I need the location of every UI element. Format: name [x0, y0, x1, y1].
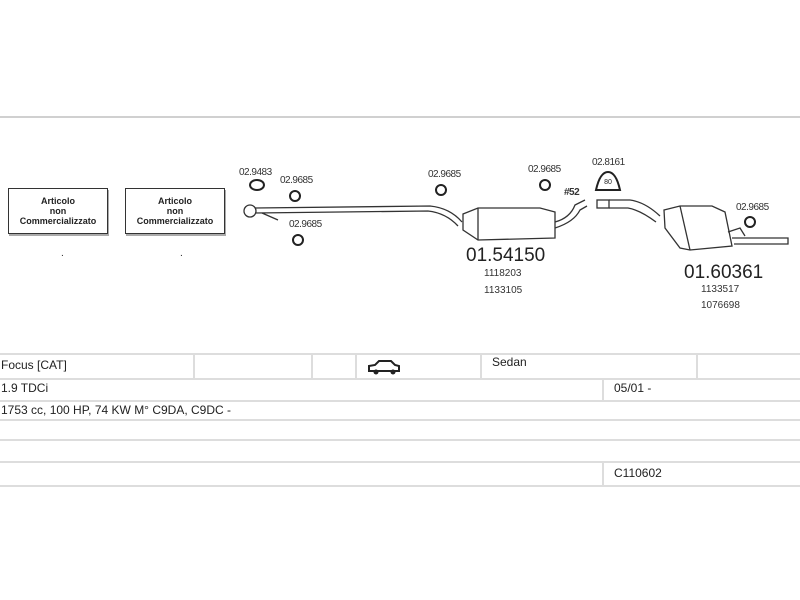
exhaust-diagram: 80 — [243, 170, 789, 251]
rear-silencer-icon — [663, 205, 733, 251]
not-available-box-1: Articolo non Commercializzato — [8, 188, 108, 234]
clamp-label: 02.8161 — [592, 157, 625, 168]
clamp-label: 02.9685 — [289, 219, 322, 230]
cell: Sedan — [480, 355, 696, 378]
car-icon — [368, 360, 400, 375]
engine-specs: 1753 cc, 100 HP, 74 KW M° C9DA, C9DC - — [1, 403, 231, 417]
box-text: non — [166, 206, 184, 216]
oe-reference: 1133105 — [484, 285, 523, 296]
box-text: Commercializzato — [19, 216, 97, 226]
oe-reference: 1133517 — [701, 284, 740, 295]
top-divider — [0, 116, 800, 118]
clamp-label: 02.9685 — [428, 169, 461, 180]
cell — [311, 355, 355, 378]
clamp-icon — [292, 234, 304, 246]
clamp-label: 02.9685 — [736, 202, 769, 213]
box-text: Commercializzato — [136, 216, 214, 226]
middle-silencer-part-number: 01.54150 — [466, 245, 546, 266]
clamp-icon — [435, 184, 447, 196]
box-text: Articolo — [157, 196, 192, 206]
model-name: Focus [CAT] — [1, 358, 67, 372]
table-row-engine: 1.9 TDCi 05/01 - — [0, 378, 800, 402]
cell — [193, 355, 311, 378]
table-row-empty — [0, 421, 800, 441]
table-row-model: Focus [CAT] Sedan — [0, 353, 800, 380]
clamp-icon — [249, 179, 265, 191]
hanger-icon — [594, 170, 622, 191]
flange-icon — [243, 204, 257, 218]
rear-silencer-part-number: 01.60361 — [684, 262, 764, 283]
cell — [355, 355, 480, 378]
table-row-specs: 1753 cc, 100 HP, 74 KW M° C9DA, C9DC - — [0, 402, 800, 421]
cell: 05/01 - — [602, 378, 800, 400]
engine: 1.9 TDCi — [1, 381, 49, 395]
clamp-label: 02.9685 — [280, 175, 313, 186]
table-row-empty — [0, 441, 800, 463]
middle-silencer-icon — [462, 207, 556, 241]
box-text: non — [49, 206, 67, 216]
dot: . — [61, 248, 64, 259]
oe-reference: 1118203 — [484, 268, 522, 279]
box-text: Articolo — [40, 196, 75, 206]
not-available-box-2: Articolo non Commercializzato — [125, 188, 225, 234]
body-type: Sedan — [492, 355, 527, 369]
dot: . — [180, 248, 183, 259]
clamp-icon — [539, 179, 551, 191]
hanger-badge: 80 — [604, 179, 612, 186]
clamp-label: 02.9483 — [239, 167, 272, 178]
oe-reference: 1076698 — [701, 300, 740, 311]
cell: C110602 — [602, 463, 800, 485]
cell — [696, 355, 800, 378]
catalog-code: C110602 — [614, 466, 662, 480]
clamp-icon — [289, 190, 301, 202]
front-pipe — [254, 205, 463, 223]
gasket-label: #52 — [564, 187, 580, 198]
clamp-icon — [744, 216, 756, 228]
table-row-code: C110602 — [0, 463, 800, 487]
clamp-label: 02.9685 — [528, 164, 561, 175]
production-date: 05/01 - — [614, 381, 652, 395]
